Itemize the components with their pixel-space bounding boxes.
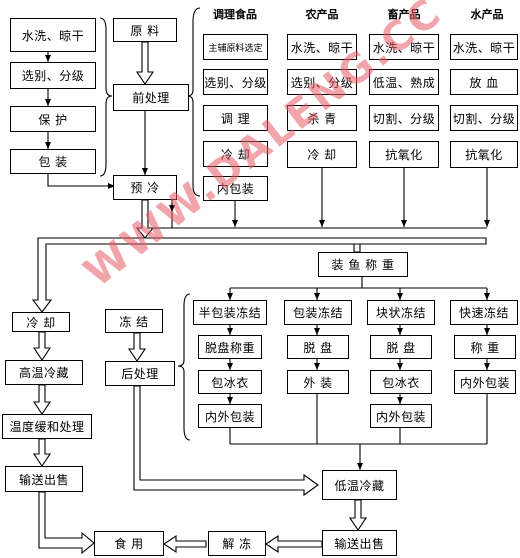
precool-box: 预 冷 (113, 175, 177, 200)
col-header-agricultural: 农产品 (305, 8, 339, 21)
step-box: 内包装 (203, 176, 268, 201)
step-box: 切割、分级 (369, 105, 439, 131)
left-sort-box: 选别、分级 (10, 62, 96, 89)
freeze-col-header: 快速冻结 (450, 300, 518, 325)
step-box: 外 装 (287, 370, 349, 394)
step-box: 主辅原料选定 (203, 34, 268, 60)
cool-box: 冷 却 (12, 312, 70, 332)
step-box: 内外包装 (198, 404, 262, 428)
step-box: 脱盘称重 (198, 335, 262, 359)
step-box: 抗氧化 (450, 141, 518, 168)
step-box: 水洗、晾干 (287, 34, 357, 60)
step-box: 脱 盘 (370, 335, 432, 359)
preprocess-box: 前处理 (113, 84, 189, 111)
step-box: 冷 却 (287, 141, 357, 168)
col-header-aquatic: 水产品 (470, 8, 504, 21)
step-box: 抗氧化 (369, 141, 439, 168)
step-box: 水洗、晾干 (369, 34, 439, 60)
step-box: 内外包装 (454, 370, 516, 394)
left-pack-box: 包 装 (10, 149, 96, 174)
high-temp-storage-box: 高温冷藏 (5, 360, 83, 385)
thaw-box: 解 冻 (208, 531, 266, 556)
col-header-prepared-food: 调理食品 (213, 8, 257, 21)
left-protect-box: 保 护 (10, 106, 96, 132)
step-box: 选别、分级 (203, 69, 268, 95)
freeze-col-header: 半包装冻结 (193, 300, 267, 325)
step-box: 内外包装 (370, 404, 432, 428)
freeze-col-header: 块状冻结 (367, 300, 435, 325)
step-box: 调 理 (203, 105, 268, 131)
post-process-box: 后处理 (105, 361, 175, 386)
freeze-col-header: 包装冻结 (284, 300, 352, 325)
step-box: 脱 盘 (287, 335, 349, 359)
step-box: 杀 青 (287, 105, 357, 131)
step-box: 称 重 (454, 335, 516, 359)
low-temp-storage-box: 低温冷藏 (322, 470, 397, 500)
transport-bottom-box: 输送出售 (322, 530, 397, 556)
step-box: 水洗、晾干 (450, 34, 518, 60)
eat-box: 食 用 (94, 531, 164, 556)
step-box: 放 血 (450, 69, 518, 95)
step-box: 冷 却 (203, 141, 268, 167)
step-box: 低温、熟成 (369, 69, 439, 95)
step-box: 切割、分级 (450, 105, 518, 131)
step-box: 包冰衣 (370, 370, 432, 394)
step-box: 选别、分级 (287, 69, 357, 95)
raw-material-box: 原 料 (113, 18, 177, 42)
left-wash-box: 水洗、晾干 (10, 18, 96, 52)
temp-ease-box: 温度缓和处理 (2, 414, 92, 439)
col-header-livestock: 畜产品 (387, 8, 421, 21)
transport-left-box: 输送出售 (5, 466, 83, 492)
packing-weigh-box: 装 鱼 称 重 (318, 252, 408, 277)
step-box: 包冰衣 (198, 370, 262, 394)
freeze-box: 冻 结 (105, 309, 163, 333)
